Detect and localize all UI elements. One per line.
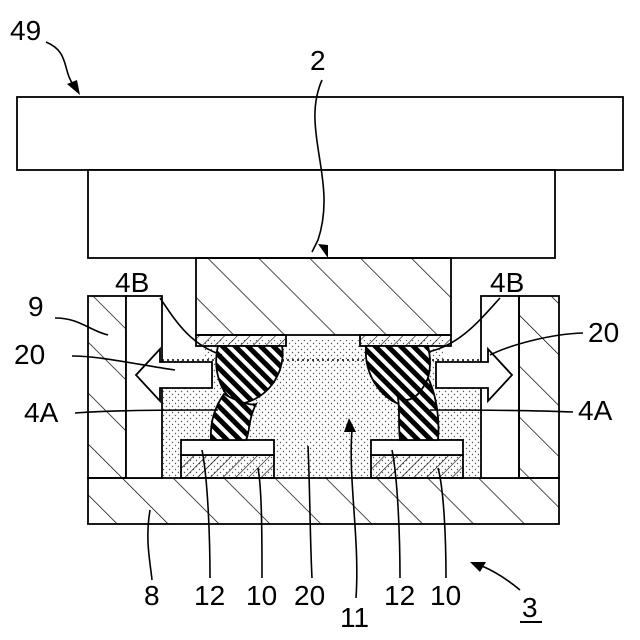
label-3: 3	[522, 592, 538, 623]
chip-electrode-right	[360, 335, 451, 346]
substrate-base	[88, 478, 559, 524]
leader-49	[46, 42, 74, 86]
left-frame-wall	[88, 296, 126, 478]
label-4a-right: 4A	[578, 395, 613, 426]
substrate-electrode-left	[181, 455, 274, 478]
chip-electrode-left	[196, 335, 286, 346]
label-2: 2	[310, 45, 326, 76]
label-9: 9	[28, 291, 44, 322]
label-12-right: 12	[384, 580, 415, 611]
label-20-right: 20	[588, 317, 619, 348]
label-10-right: 10	[430, 580, 461, 611]
label-4a-left: 4A	[24, 397, 59, 428]
arrowhead-49	[67, 80, 80, 95]
label-10-left: 10	[246, 580, 277, 611]
solder-pad-left	[181, 440, 274, 455]
label-49: 49	[10, 15, 41, 46]
leader-3	[482, 566, 520, 590]
label-20-left: 20	[14, 339, 45, 370]
label-4b-right: 4B	[490, 267, 524, 298]
right-frame-wall	[519, 296, 559, 478]
label-8: 8	[144, 580, 160, 611]
label-12-left: 12	[194, 580, 225, 611]
semiconductor-chip	[196, 258, 451, 335]
label-20-bottom: 20	[294, 580, 325, 611]
solder-pad-right	[371, 440, 463, 455]
label-11: 11	[340, 602, 369, 633]
substrate-electrode-right	[371, 455, 463, 478]
label-4b-left: 4B	[115, 267, 149, 298]
